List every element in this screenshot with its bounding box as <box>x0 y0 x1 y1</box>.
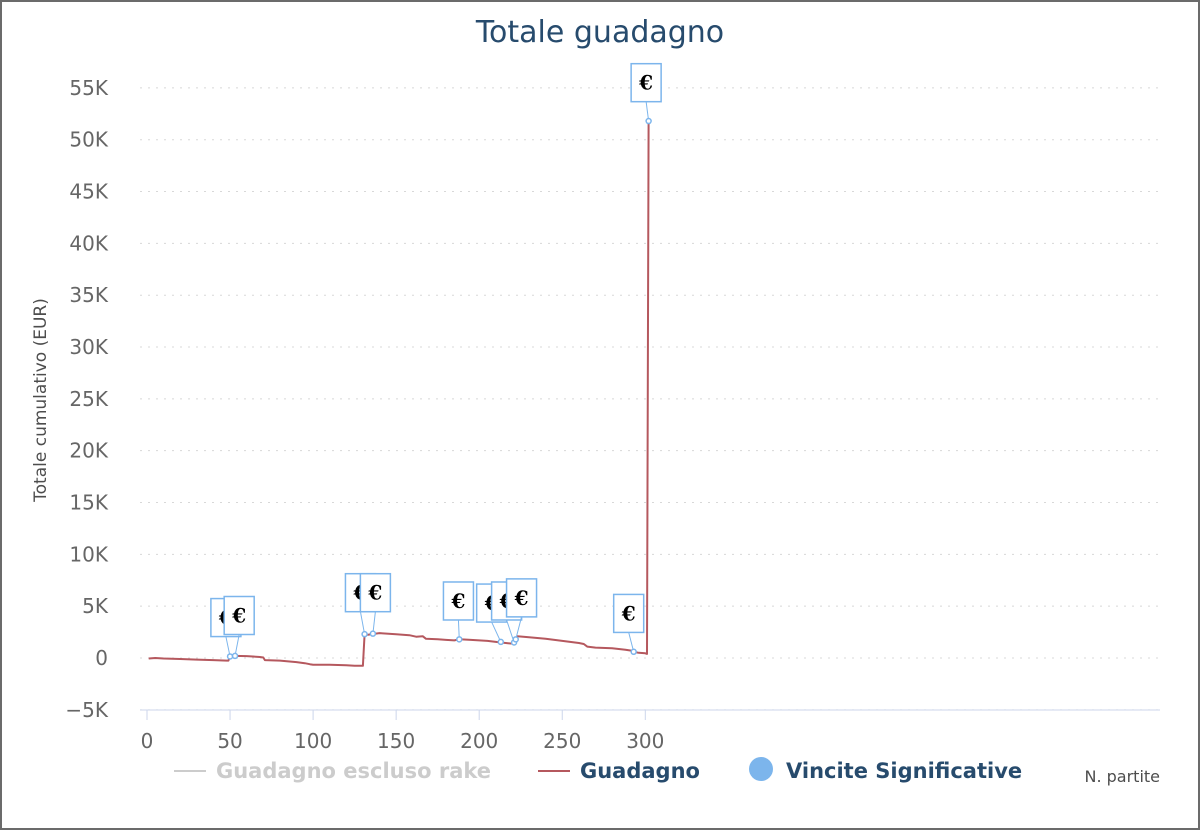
x-tick-label: 300 <box>626 729 664 753</box>
legend: Guadagno escluso rake Guadagno Vincite S… <box>174 757 1022 783</box>
x-tick-label: 0 <box>141 729 154 753</box>
flag-box <box>630 62 662 103</box>
y-tick-label: 20K <box>69 439 108 463</box>
flag-symbol: € <box>231 603 246 627</box>
y-tick-label: −5K <box>65 698 108 722</box>
legend-item-vincite[interactable]: Vincite Significative <box>749 757 1022 783</box>
win-point <box>231 652 239 660</box>
y-tick-label: 30K <box>69 335 108 359</box>
flag-stem <box>645 101 650 122</box>
win-point <box>369 630 377 637</box>
flag-stem <box>628 632 635 652</box>
y-tick-label: 45K <box>69 180 108 204</box>
win-flag[interactable]: € <box>223 595 255 660</box>
flag-stem <box>515 616 523 640</box>
flag-stem <box>372 611 376 634</box>
flag-box <box>359 572 392 613</box>
flag-box <box>223 595 255 636</box>
chart-title: Totale guadagno <box>475 15 724 50</box>
y-tick-label: 0 <box>95 646 108 670</box>
win-flag[interactable]: € <box>505 578 538 643</box>
y-tick-label: 40K <box>69 231 108 255</box>
y-tick-label: 50K <box>69 128 108 152</box>
flag-symbol: € <box>621 601 636 625</box>
x-tick-label: 100 <box>294 729 332 753</box>
y-tick-label: 5K <box>82 594 109 618</box>
flag-symbol: € <box>450 589 465 613</box>
legend-label-escluso-rake: Guadagno escluso rake <box>216 759 491 783</box>
gridlines <box>140 87 1160 711</box>
flag-box <box>612 593 645 634</box>
win-point <box>456 636 463 643</box>
flag-symbol: € <box>367 581 382 605</box>
win-point <box>361 630 368 638</box>
flag-stem <box>359 611 366 635</box>
y-tick-label: 10K <box>69 542 108 566</box>
flag-box <box>442 581 475 621</box>
legend-label-vincite: Vincite Significative <box>786 759 1022 783</box>
x-tick-label: 250 <box>543 729 581 753</box>
win-flag[interactable]: € <box>442 581 475 643</box>
y-axis-label: Totale cumulativo (EUR) <box>31 298 51 503</box>
y-tick-label: 25K <box>69 387 108 411</box>
plot-area: €€€€€€€€€€ <box>148 62 662 667</box>
flag-stem <box>234 634 240 657</box>
win-point <box>512 636 519 643</box>
x-axis-label: N. partite <box>1084 767 1160 786</box>
win-flag[interactable]: € <box>359 572 392 637</box>
flag-symbol: € <box>638 71 653 95</box>
series-lines <box>148 120 650 667</box>
legend-item-guadagno[interactable]: Guadagno <box>538 759 700 783</box>
win-point <box>630 648 637 656</box>
legend-swatch-vincite <box>749 757 773 781</box>
flag-stem <box>225 636 231 657</box>
y-axis-ticks: −5K 0 5K 10K 15K 20K 25K 30K 35K 40K 45K 50K 55K <box>65 76 108 722</box>
flag-symbol: € <box>514 586 529 610</box>
win-point <box>226 653 234 660</box>
significant-win-flags[interactable]: €€€€€€€€€€ <box>210 62 662 660</box>
series-guadagno-line <box>148 120 650 667</box>
x-tick-label: 150 <box>377 729 415 753</box>
legend-item-escluso-rake[interactable]: Guadagno escluso rake <box>174 759 491 783</box>
win-point <box>497 638 505 646</box>
flag-stem <box>491 621 502 643</box>
win-point <box>645 117 652 125</box>
flag-box <box>505 578 538 618</box>
y-tick-label: 15K <box>69 491 108 515</box>
x-axis: 0 50 100 150 200 250 300 <box>140 709 1160 753</box>
win-flag[interactable]: € <box>630 62 662 125</box>
y-tick-label: 35K <box>69 283 108 307</box>
x-tick-label: 200 <box>460 729 498 753</box>
legend-label-guadagno: Guadagno <box>580 759 700 783</box>
win-flag[interactable]: € <box>612 593 645 656</box>
x-tick-label: 50 <box>217 729 242 753</box>
y-tick-label: 55K <box>69 76 108 100</box>
